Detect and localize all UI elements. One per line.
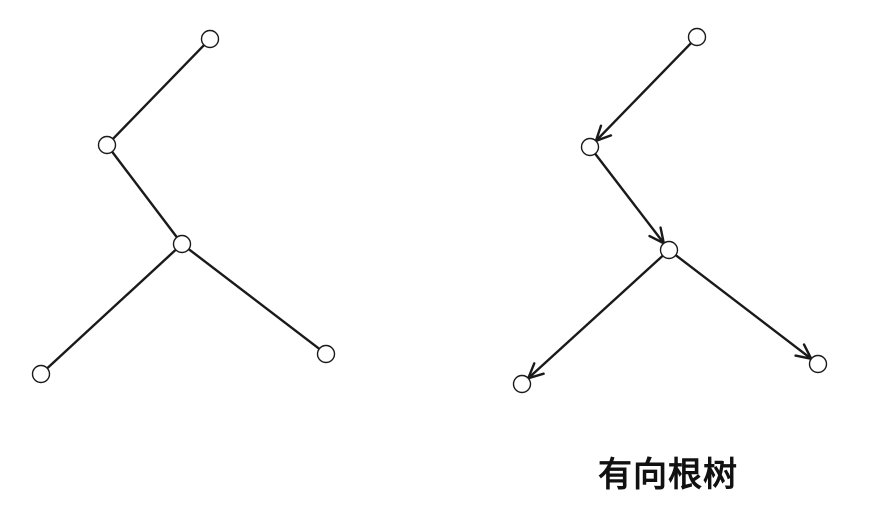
node-a <box>687 27 707 47</box>
undirected-tree <box>31 29 336 384</box>
node-b <box>97 135 117 155</box>
directed-rooted-tree <box>512 27 828 394</box>
node-d <box>31 364 51 384</box>
caption-directed-rooted-tree: 有向根树 <box>598 455 738 495</box>
node-c <box>172 234 192 254</box>
node-e <box>316 344 336 364</box>
node-d <box>512 374 532 394</box>
edge-c-d <box>527 254 664 380</box>
edge-c-d <box>46 248 177 370</box>
edge-b-c <box>593 152 666 245</box>
node-e <box>808 354 828 374</box>
edge-b-c <box>110 150 179 239</box>
edge-a-b <box>594 41 693 143</box>
edge-a-b <box>111 43 206 141</box>
node-a <box>200 29 220 49</box>
edge-c-e <box>187 247 321 351</box>
edge-c-e <box>674 253 813 361</box>
node-c <box>659 240 679 260</box>
node-b <box>580 137 600 157</box>
